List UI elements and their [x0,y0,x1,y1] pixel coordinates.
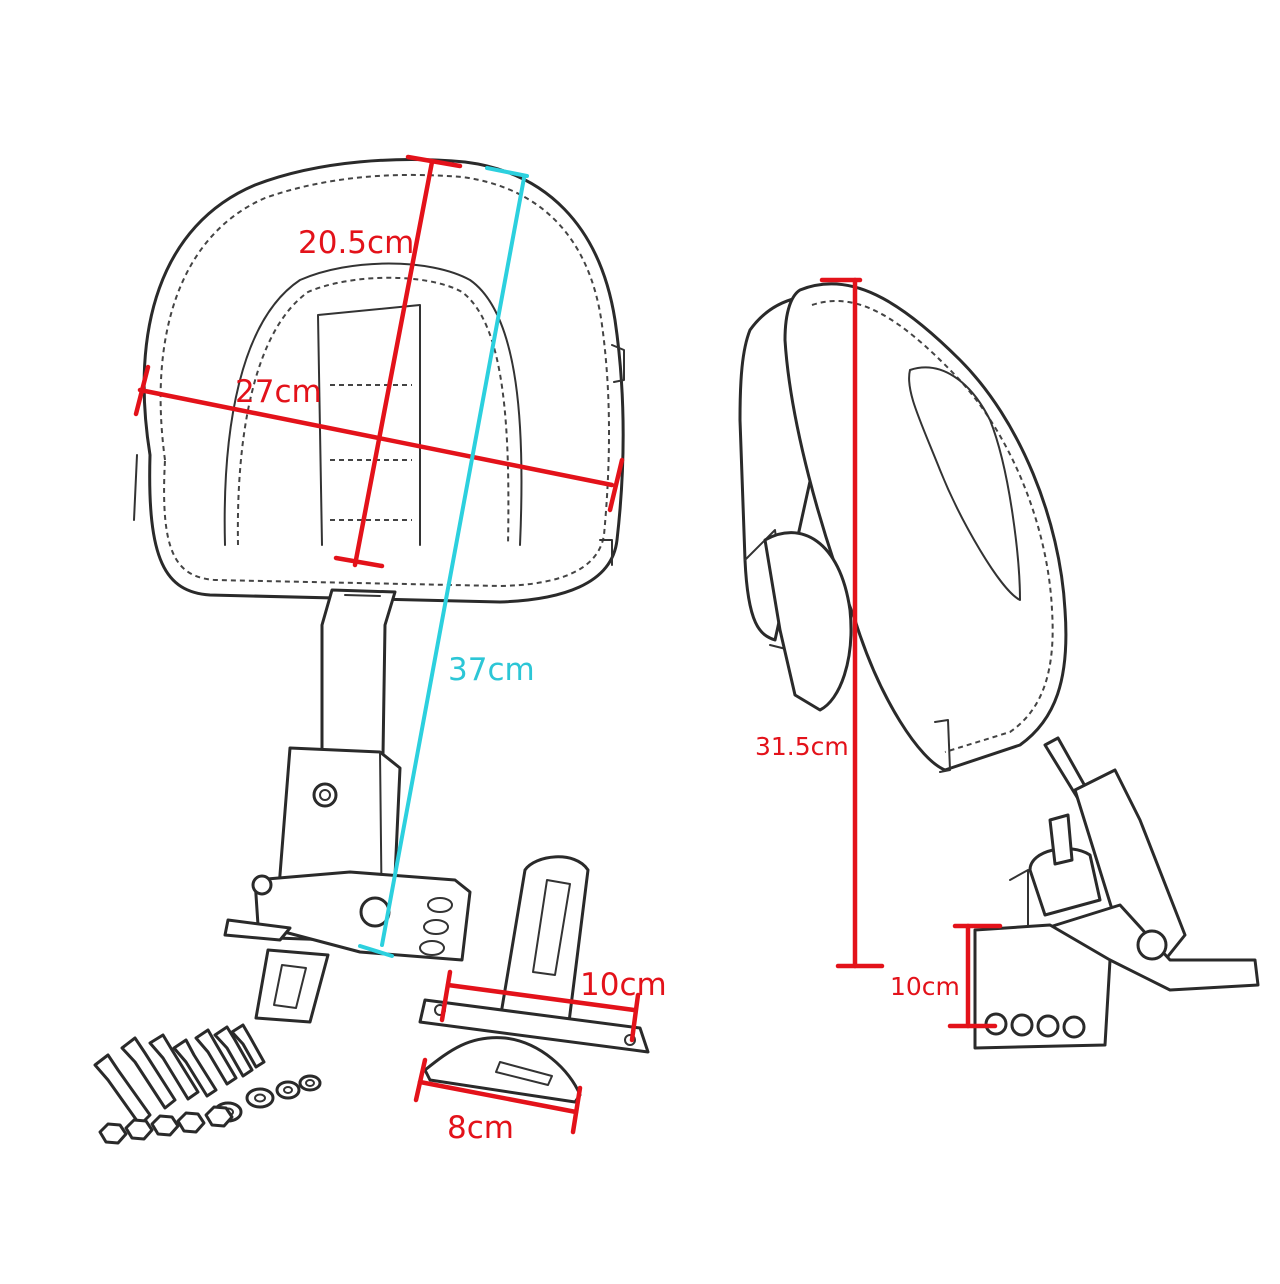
front-width-label: 27cm [235,374,322,410]
front-height-label: 20.5cm [298,225,414,261]
plate-depth-label: 8cm [447,1110,514,1146]
washer-set-icon [213,1074,322,1123]
plate-width-label: 10cm [580,967,667,1003]
bolt-set-icon [93,1023,266,1127]
side-height-dimension [819,277,885,969]
side-mount-bracket [973,736,1260,1050]
side-backrest-pad [738,282,1068,773]
side-height-label: 31.5cm [755,732,849,761]
front-backrest-pad [133,158,625,604]
front-width-dimension [133,364,625,513]
nut-set-icon [98,1105,234,1145]
plate-width-dimension [439,969,641,1043]
side-base-dimension [947,923,1003,1029]
front-backrest-strut [320,588,397,757]
plate-depth-dimension [413,1057,583,1135]
total-height-label: 37cm [448,652,535,688]
front-mount-bracket [223,746,472,1024]
total-height-dimension [358,166,529,958]
side-base-label: 10cm [890,972,960,1001]
front-height-dimension [333,154,463,569]
